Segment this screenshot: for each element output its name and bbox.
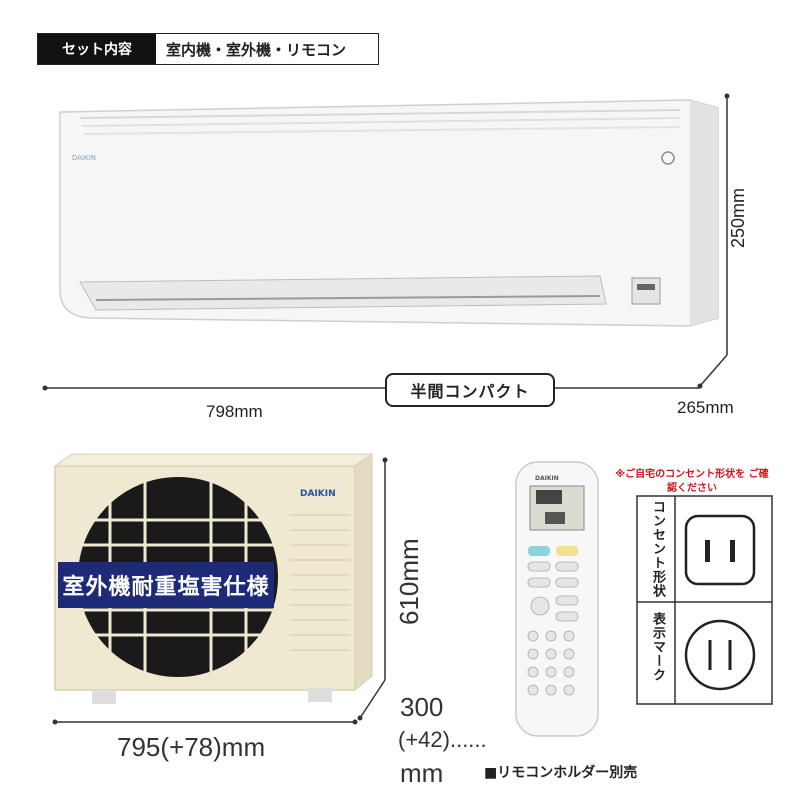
indoor-width-label: 798mm — [206, 402, 263, 421]
svg-text:DAIKIN: DAIKIN — [535, 475, 559, 482]
outdoor-depth-unit: mm — [400, 758, 444, 788]
outlet-note: ※ご自宅のコンセント形状を ご確認ください — [615, 469, 769, 494]
outlet-shape-label: コンセント形状 — [650, 500, 665, 598]
outdoor-depth-extra: (+42)...... — [398, 727, 487, 752]
outdoor-width-label: 795(+78)mm — [117, 732, 266, 762]
compact-badge: 半間コンパクト — [385, 373, 555, 407]
salt-resistance-badge: 室外機耐重塩害仕様 — [58, 562, 274, 608]
set-contents-box: セット内容 室内機・室外機・リモコン — [37, 33, 379, 65]
set-contents-label: セット内容 — [38, 34, 156, 64]
set-contents-value: 室内機・室外機・リモコン — [166, 40, 347, 59]
remote-holder-note: ■リモコンホルダー別売 — [484, 765, 638, 781]
indoor-depth-label: 265mm — [677, 398, 734, 417]
svg-text:DAIKIN: DAIKIN — [72, 154, 96, 162]
outdoor-depth-value: 300 — [400, 692, 444, 722]
outdoor-height-label: 610mm — [394, 538, 424, 625]
display-mark-label: 表示マーク — [650, 612, 665, 682]
indoor-height-label: 250mm — [728, 187, 748, 248]
svg-text:DAIKIN: DAIKIN — [300, 489, 336, 499]
